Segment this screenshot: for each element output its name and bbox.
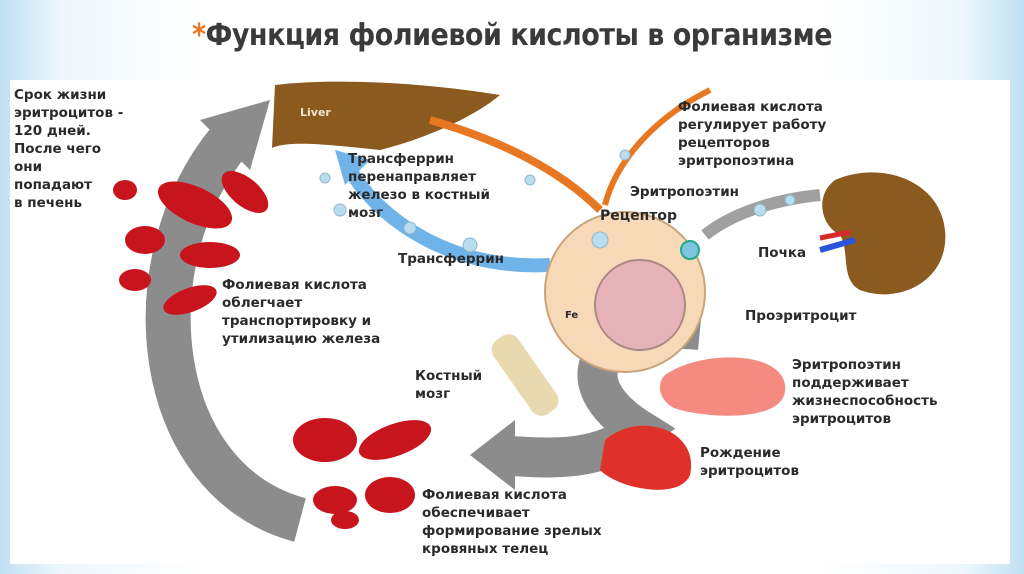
liver-shape	[272, 81, 500, 150]
label-proerythrocyte: Проэритроцит	[745, 308, 857, 324]
label-transferrin-redirect: Трансферрин перенаправляет железо в кост…	[348, 151, 490, 221]
kidney-artery	[819, 229, 851, 241]
label-erythropoietin: Эритропоэтин	[630, 184, 740, 200]
marrow-arrowhead	[470, 420, 515, 490]
transferrin-arrowhead	[335, 150, 370, 185]
orange-arrow-1	[428, 116, 603, 213]
label-transferrin: Трансферрин	[398, 251, 504, 267]
label-liver: Liver	[300, 106, 331, 119]
orange-arrow-2	[602, 87, 712, 206]
label-kidney: Почка	[758, 245, 807, 261]
label-epo-supports: Эритропоэтин поддерживает жизнеспособнос…	[792, 357, 938, 427]
transferrin-arrow	[343, 166, 551, 273]
bubbles	[319, 149, 796, 253]
kidney-vein	[819, 237, 856, 253]
label-bone-marrow: Костный мозг	[415, 368, 483, 402]
label-folic-regulates: Фолиевая кислота регулирует работу рецеп…	[678, 99, 827, 169]
label-fe: Fe	[565, 310, 579, 321]
label-receptor: Рецептор	[600, 208, 678, 224]
label-folic-mature: Фолиевая кислота обеспечивает формирован…	[422, 487, 602, 557]
receptor-marker	[680, 240, 700, 260]
kidney-shape	[822, 172, 946, 295]
slide-title: *Функция фолиевой кислоты в организме	[191, 18, 833, 53]
cell-nucleus	[594, 259, 686, 351]
mature-erythrocyte-1	[660, 357, 786, 416]
mature-erythrocyte-2	[600, 425, 692, 490]
label-lifespan: Срок жизни эритроцитов - 120 дней. После…	[14, 87, 124, 211]
red-blood-cells	[113, 171, 432, 529]
label-folic-transport: Фолиевая кислота облегчает транспортиров…	[222, 277, 381, 347]
epo-arrow	[701, 189, 821, 240]
cycle-arrowhead	[200, 100, 270, 170]
bone-shape	[491, 334, 559, 416]
label-birth: Рождение эритроцитов	[700, 445, 799, 479]
